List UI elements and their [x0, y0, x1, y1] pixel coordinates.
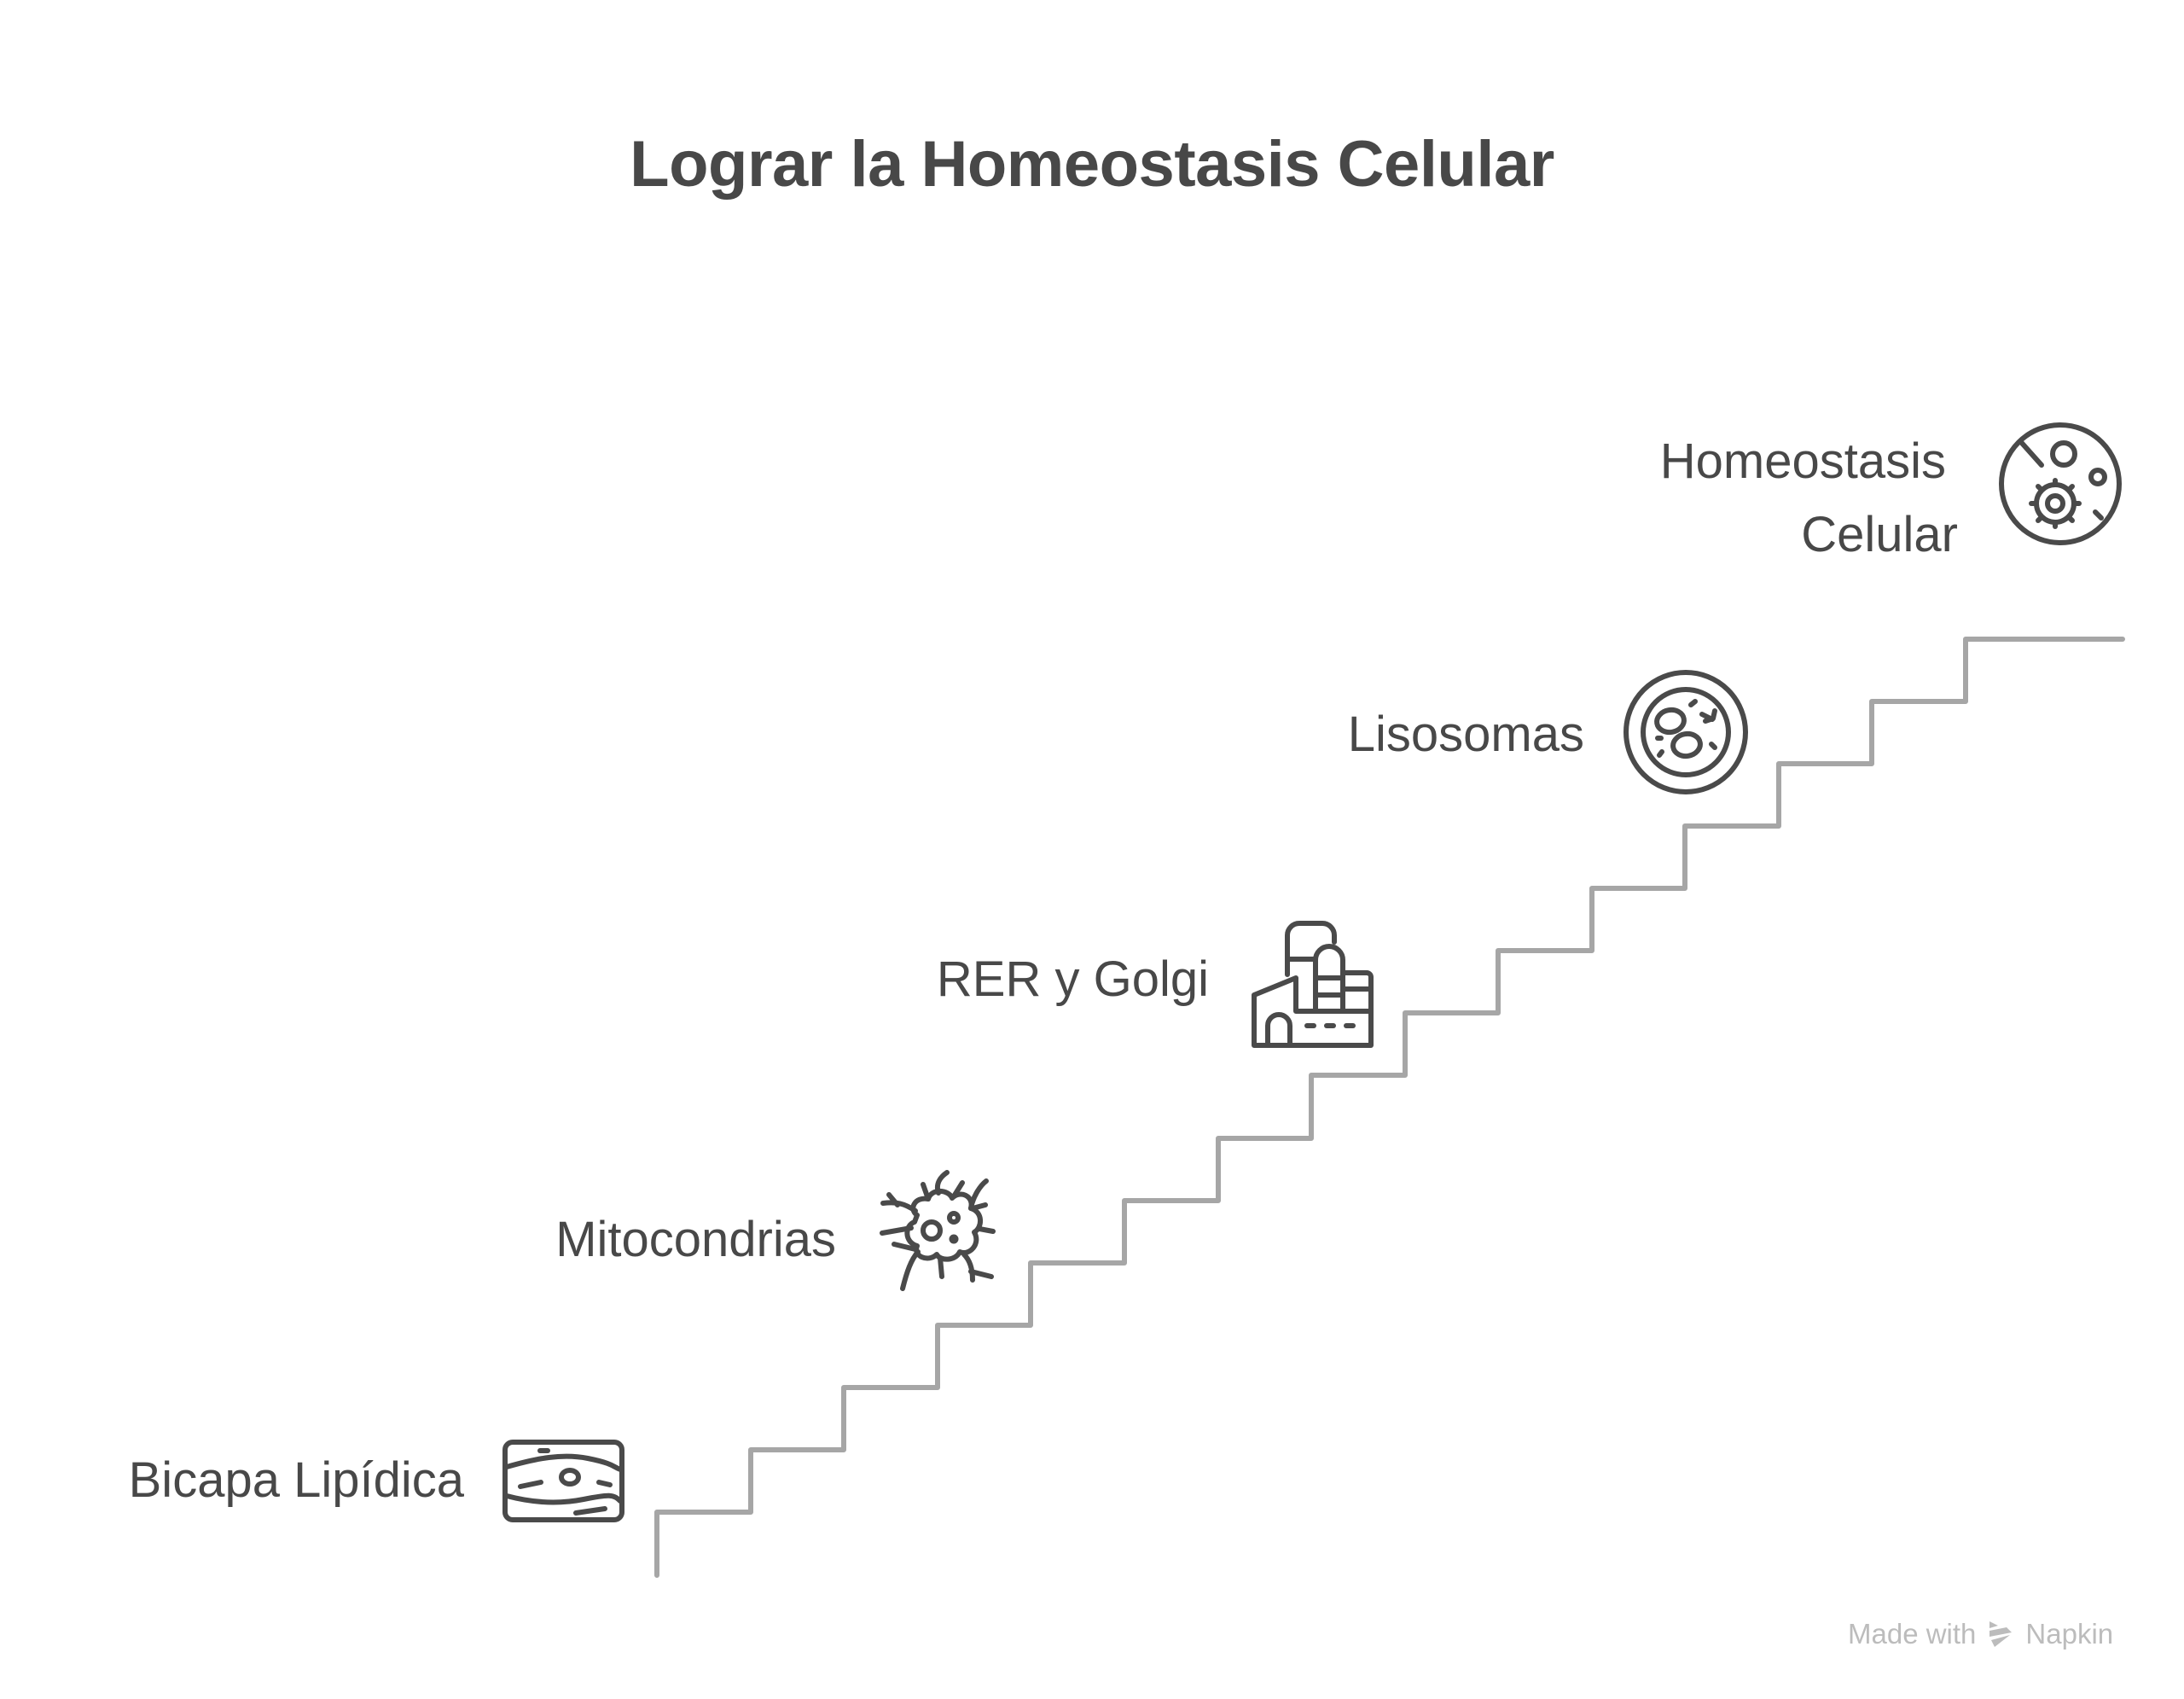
step-label-rer-y-golgi: RER y Golgi [936, 951, 1209, 1007]
mitochondria-cell-icon [879, 1170, 998, 1292]
step-label-lisosomas: Lisosomas [1347, 707, 1584, 762]
staircase-path [654, 637, 2125, 1578]
lipid-bilayer-icon [502, 1440, 624, 1522]
cell-balance-icon [1999, 422, 2122, 545]
step-label-mitocondrias: Mitocondrias [555, 1212, 836, 1267]
footer-watermark: Made with Napkin [1848, 1615, 2113, 1653]
footer-brand: Napkin [2025, 1618, 2114, 1650]
step-label-line-1: Homeostasis [1659, 433, 1946, 489]
napkin-logo-icon [1988, 1620, 2015, 1648]
step-label-line-2: Celular [1801, 507, 1958, 562]
step-label-bicapa-lipidica: Bicapa Lipídica [128, 1452, 464, 1508]
step-label-homeostasis-celular: Homeostasis Celular [1660, 425, 1958, 572]
diagram-title: Lograr la Homeostasis Celular [630, 128, 1554, 201]
factory-icon [1251, 921, 1374, 1048]
petri-dish-cells-icon [1623, 670, 1748, 794]
footer-made-with: Made with [1848, 1618, 1977, 1650]
